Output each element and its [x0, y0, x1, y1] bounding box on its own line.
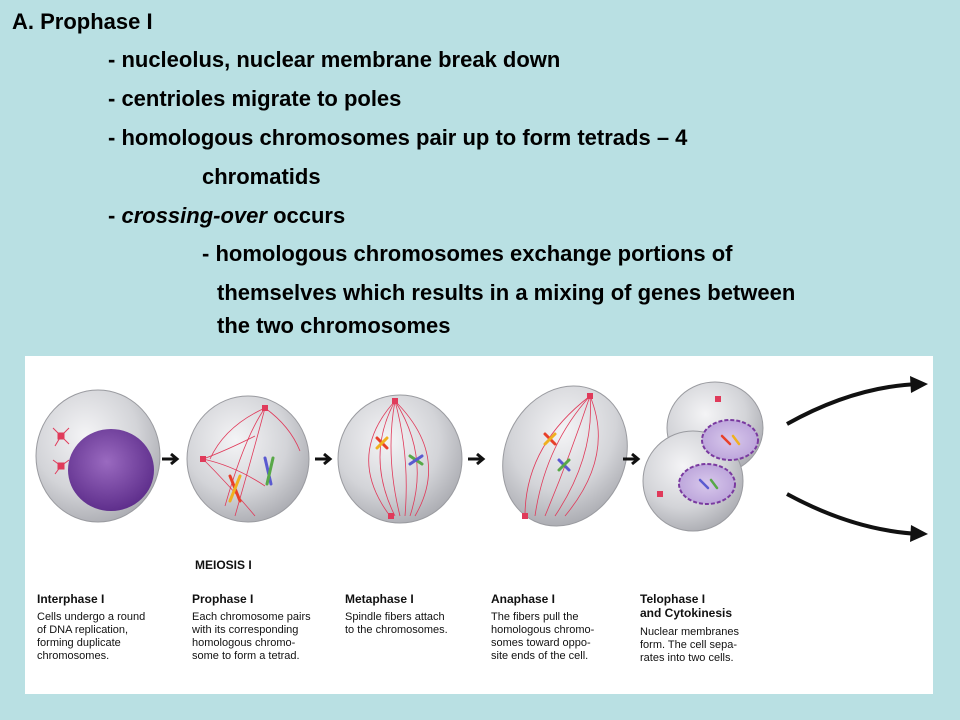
- subbullet-exchange-line1: - homologous chromosomes exchange portio…: [202, 241, 733, 266]
- caption-text-telophase: Nuclear membranes form. The cell sepa- r…: [640, 626, 740, 664]
- arrow-3: [468, 452, 486, 466]
- nucleus: [68, 429, 154, 511]
- caption-title-interphase: Interphase I: [37, 592, 105, 606]
- cell-prophase: [186, 395, 310, 523]
- caption-title-telophase: Telophase I and Cytokinesis: [640, 592, 733, 620]
- output-arrow-upper: [786, 382, 921, 426]
- caption-text-metaphase: Spindle fibers attach to the chromosomes…: [345, 611, 448, 636]
- caption-title-anaphase: Anaphase I: [491, 592, 556, 606]
- nucleus-lower: [678, 463, 736, 505]
- crossing-over-term: crossing-over: [121, 203, 267, 228]
- bullet-homologous-pair-line2: chromatids: [202, 164, 321, 189]
- cell-interphase: [35, 389, 161, 523]
- caption-title-prophase: Prophase I: [192, 592, 254, 606]
- crossing-over-prefix: -: [108, 203, 122, 228]
- cell-metaphase: [337, 394, 463, 524]
- arrow-1: [162, 452, 180, 466]
- caption-text-prophase: Each chromosome pairs with its correspon…: [192, 611, 311, 662]
- centrosome: [52, 427, 70, 475]
- cell-anaphase: [502, 385, 628, 527]
- meiosis-illustration: [35, 376, 928, 542]
- arrow-4: [623, 452, 641, 466]
- meiosis-figure: MEIOSIS I Interphase I Cells undergo a r…: [25, 356, 933, 694]
- bullet-homologous-pair-line1: - homologous chromosomes pair up to form…: [108, 125, 688, 150]
- subbullet-exchange-line2: themselves which results in a mixing of …: [217, 280, 796, 305]
- bullet-crossing-over: - crossing-over occurs: [108, 203, 345, 229]
- arrow-2: [315, 452, 333, 466]
- caption-text-anaphase: The fibers pull the homologous chromo- s…: [491, 611, 595, 662]
- caption-title-metaphase: Metaphase I: [345, 592, 414, 606]
- bullet-centrioles: - centrioles migrate to poles: [108, 86, 402, 111]
- nucleus-upper: [701, 419, 759, 461]
- heading-prophase-i: A. Prophase I: [12, 9, 153, 34]
- bullet-nucleolus: - nucleolus, nuclear membrane break down: [108, 47, 561, 72]
- output-arrow-lower: [786, 492, 921, 536]
- crossing-over-suffix: occurs: [266, 203, 346, 228]
- meiosis-i-label: MEIOSIS I: [195, 558, 252, 572]
- cell-telophase: [642, 381, 764, 532]
- subbullet-exchange-line3: the two chromosomes: [217, 313, 451, 338]
- caption-text-interphase: Cells undergo a round of DNA replication…: [37, 611, 146, 662]
